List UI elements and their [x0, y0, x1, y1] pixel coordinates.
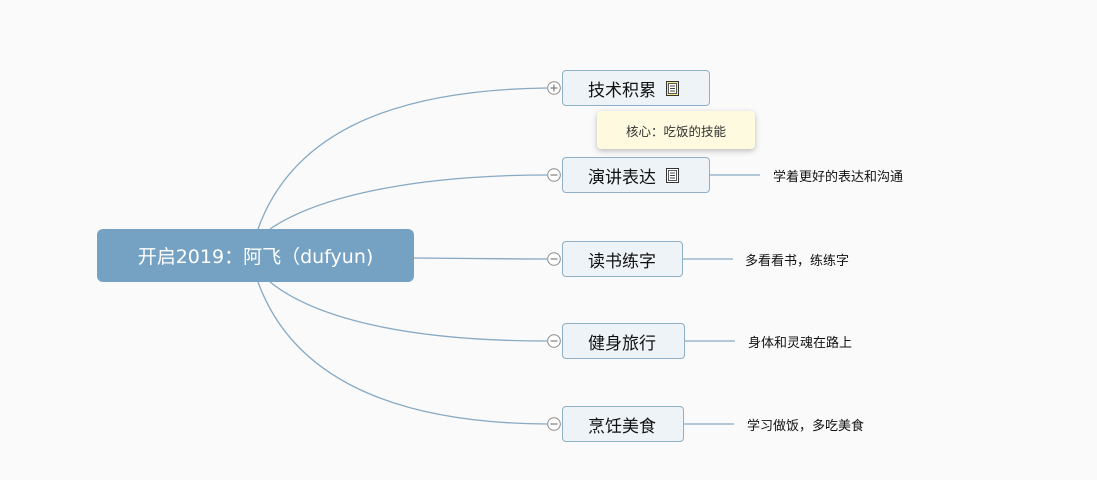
minus-circle-icon[interactable] [547, 417, 561, 431]
minus-circle-icon[interactable] [547, 252, 561, 266]
branch-topic-pengren[interactable]: 烹饪美食 [562, 406, 684, 442]
branch-label: 健身旅行 [588, 333, 656, 354]
connector-to-烹饪美食 [257, 281, 548, 425]
plus-circle-icon[interactable] [547, 81, 561, 95]
connector-to-技术积累 [257, 87, 548, 230]
leaf-topic-dushu[interactable]: 多看看书，练练字 [745, 250, 849, 269]
connector-to-健身旅行 [269, 281, 548, 342]
note-icon[interactable] [666, 80, 679, 96]
leaf-topic-pengren[interactable]: 学习做饭，多吃美食 [747, 415, 864, 434]
root-topic[interactable]: 开启2019：阿飞（dufyun) [97, 229, 414, 282]
branch-topic-jianshen[interactable]: 健身旅行 [562, 323, 685, 359]
branch-label: 技术积累 [588, 80, 656, 101]
minus-circle-icon[interactable] [547, 334, 561, 348]
branch-label: 演讲表达 [588, 167, 656, 188]
branch-topic-dushu[interactable]: 读书练字 [562, 241, 683, 277]
branch-topic-yanjiang[interactable]: 演讲表达 [562, 157, 710, 193]
leaf-topic-yanjiang[interactable]: 学着更好的表达和沟通 [773, 166, 903, 185]
leaf-label: 学着更好的表达和沟通 [773, 170, 904, 185]
branch-topic-jishu[interactable]: 技术积累 [562, 70, 710, 106]
connector-to-读书练字 [413, 257, 548, 260]
leaf-label: 多看看书，练练字 [745, 254, 850, 269]
root-topic-label: 开启2019：阿飞（dufyun) [137, 246, 374, 268]
branch-label: 烹饪美食 [588, 416, 656, 437]
branch-label: 读书练字 [588, 251, 656, 272]
note-tooltip: 核心：吃饭的技能 [597, 111, 755, 149]
note-tooltip-text: 核心：吃饭的技能 [625, 123, 726, 139]
leaf-label: 学习做饭，多吃美食 [747, 419, 865, 434]
connector-to-演讲表达 [269, 174, 548, 230]
leaf-label: 身体和灵魂在路上 [748, 336, 853, 351]
minus-circle-icon[interactable] [547, 168, 561, 182]
note-icon[interactable] [666, 167, 679, 183]
leaf-topic-jianshen[interactable]: 身体和灵魂在路上 [748, 332, 852, 351]
